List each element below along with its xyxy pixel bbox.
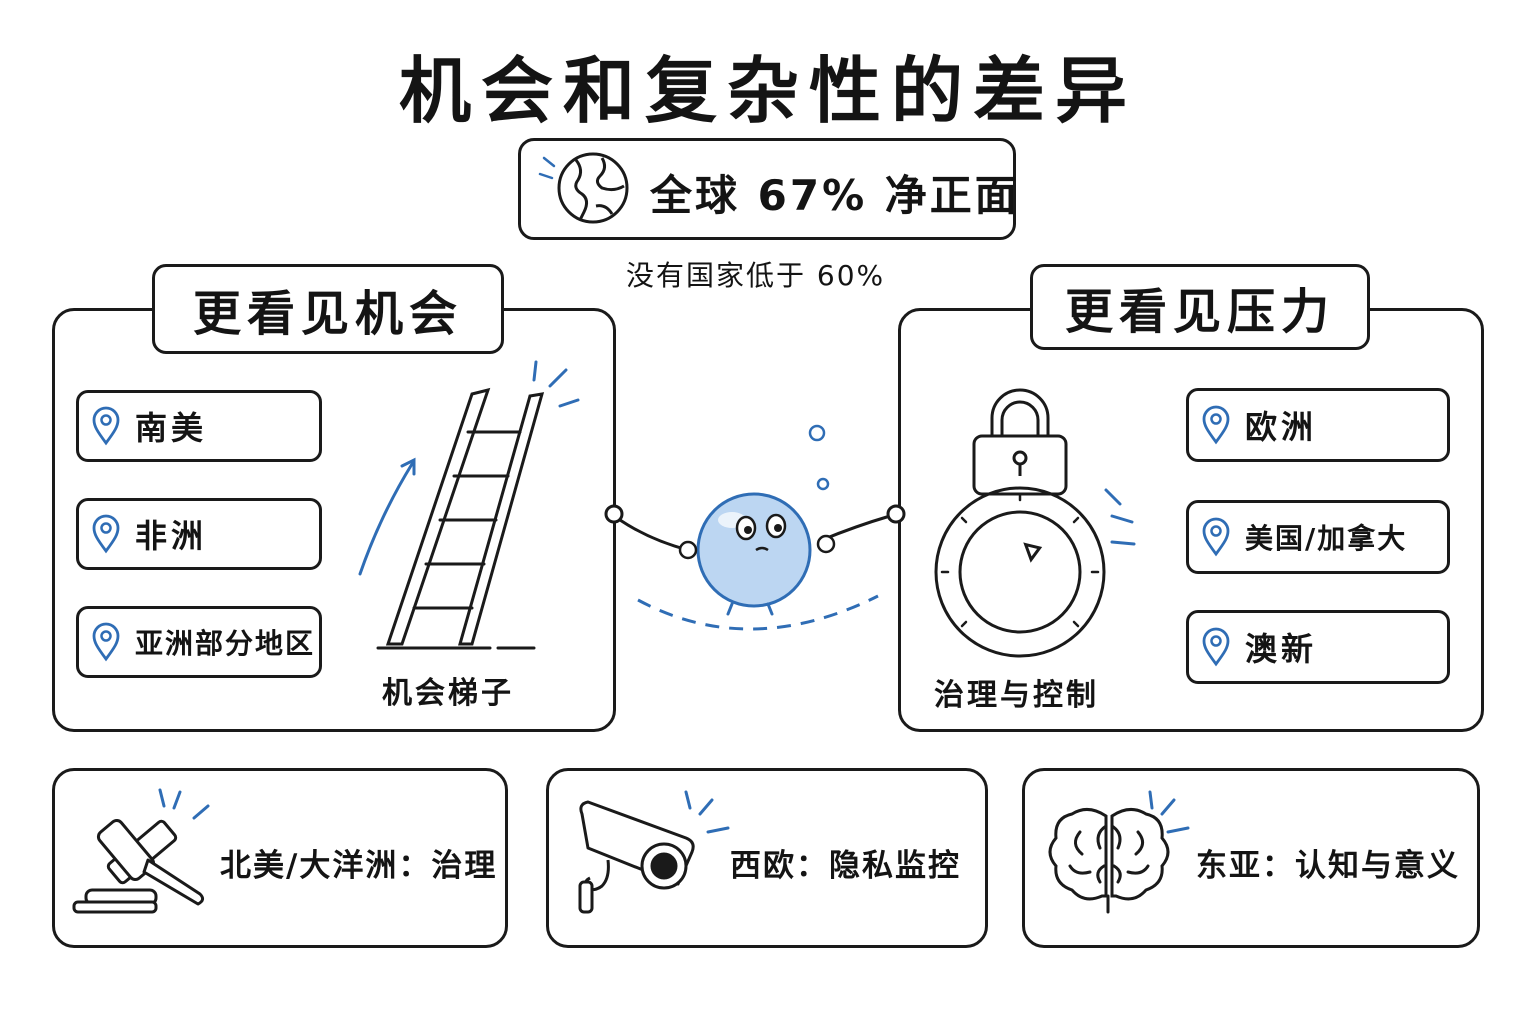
location-pin-icon <box>92 406 120 446</box>
pressure-panel-header: 更看见压力 <box>1030 264 1370 350</box>
opportunity-panel-header: 更看见机会 <box>152 264 504 354</box>
concern-label: 北美/大洋洲：治理 <box>220 848 498 884</box>
region-item-africa: 非洲 <box>76 498 322 570</box>
region-item-australia-nz: 澳新 <box>1186 610 1450 684</box>
globe-icon <box>538 152 629 224</box>
security-camera-icon <box>578 790 730 914</box>
bubble-character-icon <box>604 424 906 631</box>
padlock-caption: 治理与控制 <box>934 678 1099 713</box>
ladder-icon <box>358 360 580 650</box>
padlock-dial-icon <box>934 388 1136 658</box>
region-label: 美国/加拿大 <box>1245 522 1408 555</box>
region-label: 非洲 <box>135 517 208 555</box>
concern-label: 西欧：隐私监控 <box>730 848 961 884</box>
region-item-us-canada: 美国/加拿大 <box>1186 500 1450 574</box>
brain-icon <box>1048 790 1190 914</box>
region-label: 澳新 <box>1245 630 1318 668</box>
ladder-caption: 机会梯子 <box>382 676 514 711</box>
concern-label: 东亚：认知与意义 <box>1196 848 1460 884</box>
region-item-europe: 欧洲 <box>1186 388 1450 462</box>
global-stat-text: 全球 67% 净正面 <box>650 171 1020 220</box>
location-pin-icon <box>1202 405 1230 445</box>
location-pin-icon <box>1202 627 1230 667</box>
location-pin-icon <box>92 622 120 662</box>
gavel-icon <box>72 788 210 914</box>
region-label: 亚洲部分地区 <box>135 627 316 660</box>
location-pin-icon <box>92 514 120 554</box>
region-label: 南美 <box>135 409 208 447</box>
page-title: 机会和复杂性的差异 <box>398 49 1137 133</box>
global-stat-subtext: 没有国家低于 60% <box>626 259 886 292</box>
region-item-asia: 亚洲部分地区 <box>76 606 322 678</box>
location-pin-icon <box>1202 517 1230 557</box>
region-item-south-america: 南美 <box>76 390 322 462</box>
region-label: 欧洲 <box>1245 408 1318 446</box>
concern-box-east-asia <box>1022 768 1480 948</box>
